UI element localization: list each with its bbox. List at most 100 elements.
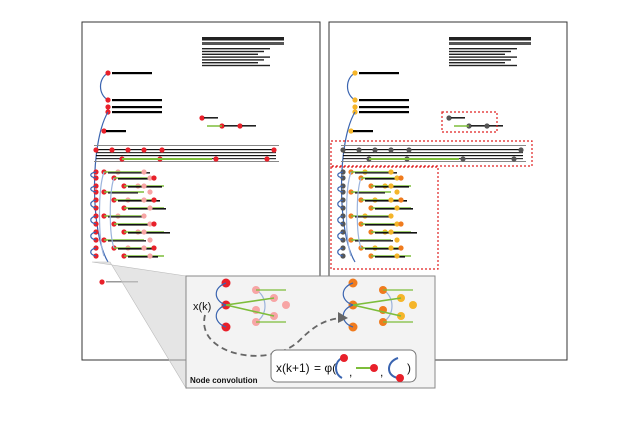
text-line-bar bbox=[449, 53, 505, 55]
text-line-bar bbox=[108, 192, 138, 194]
graph-node bbox=[356, 147, 362, 153]
graph-edge bbox=[342, 282, 354, 306]
graph-node bbox=[271, 147, 277, 153]
convolution-arrowhead bbox=[338, 312, 348, 323]
graph-node bbox=[372, 147, 378, 153]
text-line-bar bbox=[375, 256, 405, 258]
text-line-bar bbox=[112, 99, 162, 102]
graph-edge bbox=[337, 199, 344, 209]
text-line-bar bbox=[202, 50, 264, 53]
graph-node bbox=[409, 301, 417, 309]
graph-edge bbox=[90, 215, 97, 225]
text-line-bar bbox=[449, 37, 531, 41]
highlight-box-block bbox=[330, 166, 439, 270]
graph-node bbox=[394, 221, 400, 227]
graph-node bbox=[340, 253, 346, 259]
text-line-bar bbox=[359, 111, 409, 114]
text-line-bar bbox=[489, 125, 503, 127]
highlight-box-small bbox=[441, 111, 498, 133]
text-line-bar bbox=[449, 56, 517, 58]
graph-edge bbox=[109, 177, 115, 249]
text-line-bar bbox=[128, 256, 158, 258]
graph-node bbox=[237, 123, 243, 129]
graph-node bbox=[151, 197, 157, 203]
text-line-bar bbox=[118, 248, 152, 250]
text-line-bar bbox=[449, 50, 511, 53]
text-line-bar bbox=[365, 200, 407, 202]
graph-node bbox=[352, 97, 358, 103]
text-line-bar bbox=[449, 48, 517, 50]
graph-node bbox=[213, 156, 219, 162]
graph-edge bbox=[346, 72, 356, 101]
formula-blue-arc bbox=[388, 357, 399, 379]
graph-node bbox=[147, 237, 153, 243]
graph-edge bbox=[90, 185, 97, 193]
graph-node bbox=[147, 221, 153, 227]
graph-edge bbox=[356, 177, 362, 249]
highlight-box-row bbox=[330, 140, 533, 167]
text-line-bar bbox=[96, 152, 276, 154]
text-line-bar bbox=[108, 172, 150, 174]
graph-edge bbox=[337, 247, 344, 257]
graph-node bbox=[151, 245, 157, 251]
graph-node bbox=[151, 221, 157, 227]
graph-node bbox=[394, 253, 400, 259]
graph-node bbox=[446, 115, 452, 121]
text-line-bar bbox=[355, 192, 385, 194]
formula-red-node-2 bbox=[370, 364, 378, 372]
text-line-bar bbox=[365, 224, 395, 226]
graph-node bbox=[511, 156, 517, 162]
left-page-header bbox=[202, 37, 284, 67]
text-line-bar bbox=[375, 232, 417, 234]
text-line-bar bbox=[202, 64, 270, 67]
graph-node bbox=[394, 175, 400, 181]
graph-node bbox=[105, 104, 111, 110]
graph-node bbox=[394, 189, 400, 195]
graph-edge bbox=[215, 304, 227, 328]
graph-edge bbox=[225, 297, 275, 306]
text-line-bar bbox=[343, 155, 523, 157]
graph-edge bbox=[352, 297, 402, 306]
graph-edge bbox=[99, 72, 109, 101]
graph-node bbox=[352, 104, 358, 110]
text-line-bar bbox=[202, 53, 258, 55]
text-line-bar bbox=[96, 149, 276, 151]
graph-node bbox=[147, 253, 153, 259]
graph-node bbox=[352, 70, 358, 76]
graph-node bbox=[199, 115, 205, 121]
text-line-bar bbox=[355, 172, 397, 174]
formula-red-node-1 bbox=[340, 354, 348, 362]
text-line-bar bbox=[449, 42, 531, 45]
graph-node bbox=[93, 253, 99, 259]
graph-node bbox=[141, 245, 147, 251]
graph-node bbox=[388, 229, 394, 235]
inset-graph-before bbox=[215, 278, 290, 332]
inset-graph-after bbox=[342, 278, 417, 332]
text-line-bar bbox=[471, 125, 485, 127]
graph-edge bbox=[215, 282, 227, 306]
text-line-bar bbox=[343, 149, 523, 151]
formula-close: ) bbox=[407, 361, 411, 375]
text-line-bar bbox=[112, 72, 152, 75]
text-line-bar bbox=[106, 130, 126, 133]
graph-node bbox=[484, 123, 490, 129]
graph-node bbox=[141, 169, 147, 175]
graph-node bbox=[93, 147, 99, 153]
text-line-bar bbox=[128, 232, 170, 234]
graph-node bbox=[147, 189, 153, 195]
graph-node bbox=[141, 197, 147, 203]
text-line-bar bbox=[359, 99, 409, 102]
graph-node bbox=[151, 175, 157, 181]
graph-node bbox=[394, 205, 400, 211]
graph-node bbox=[406, 147, 412, 153]
text-line-bar bbox=[355, 216, 389, 218]
graph-edge bbox=[225, 304, 275, 317]
graph-edge bbox=[90, 199, 97, 209]
inset-title: Node convolution bbox=[190, 376, 258, 385]
text-line-bar bbox=[128, 208, 166, 210]
graph-node bbox=[340, 147, 346, 153]
text-line-bar bbox=[449, 64, 517, 67]
text-line-bar bbox=[341, 145, 526, 146]
graph-node bbox=[388, 245, 394, 251]
text-line-bar bbox=[112, 106, 162, 109]
